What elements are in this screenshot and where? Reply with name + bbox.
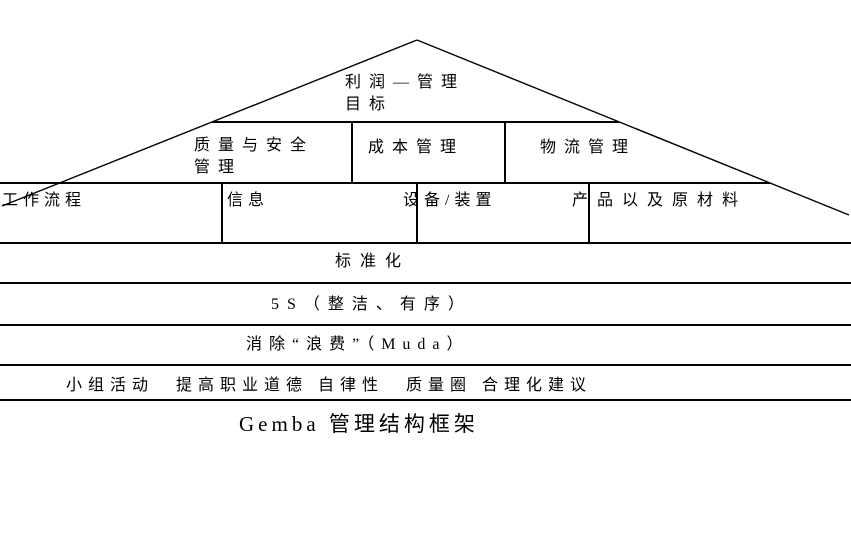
diagram-caption: Gemba 管理结构框架 [239, 412, 479, 436]
level2-cell-cost: 成本管理 [368, 139, 465, 156]
level3-cell-workflow: 工作流程 [2, 192, 87, 209]
band-standardization: 标准化 [335, 253, 411, 270]
level2-cell-logistics: 物流管理 [540, 139, 637, 156]
triangle-right-edge [416, 39, 850, 216]
band-eliminate-muda: 消除“浪费”（Muda） [246, 336, 470, 353]
triangle-left-edge [1, 39, 418, 207]
level3-cell-equipment: 设备/装置 [403, 192, 497, 209]
band-group-activities: 小组活动 提高职业道德 自律性 质量圈 合理化建议 [66, 377, 593, 394]
band-5s: 5S（整洁、有序） [271, 296, 472, 313]
level2-cell-quality-safety: 质量与安全 管理 [194, 137, 315, 176]
level3-cell-products-materials: 产品以及原材料 [572, 192, 748, 209]
apex-label-profit-goal: 利润—管理 目标 [345, 74, 466, 113]
level3-cell-information: 信息 [227, 192, 270, 209]
